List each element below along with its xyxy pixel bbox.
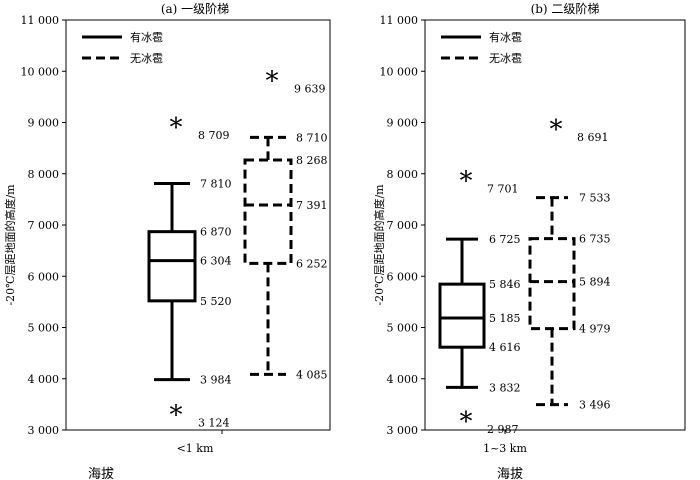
hail-boxplot: 6 725 5 846 5 185 4 616 3 832 * 7 701 * 2 987 — [438, 166, 521, 437]
outlier-label: 9 639 — [294, 82, 326, 95]
outlier-label: 8 691 — [577, 131, 609, 144]
median-label: 6 304 — [200, 255, 232, 268]
legend-dashed-label: 无冰雹 — [489, 52, 522, 65]
y-tick-label: 7 000 — [28, 219, 60, 232]
y-tick-label: 10 000 — [380, 65, 419, 78]
outlier-marker: * — [550, 115, 563, 145]
whisker-low-label: 3 832 — [489, 381, 521, 394]
y-tick-label: 5 000 — [387, 322, 419, 335]
iqr-box — [438, 282, 486, 349]
whisker-low-label: 3 984 — [200, 374, 232, 387]
outlier-label: 8 709 — [198, 129, 230, 142]
outlier-label: 3 124 — [198, 417, 230, 430]
median-label: 5 185 — [489, 312, 521, 325]
panel-a-frame — [65, 19, 331, 431]
q3-label: 6 735 — [579, 233, 611, 246]
outlier-marker: * — [266, 66, 279, 96]
panel-b: (b) 二级阶梯 -20℃层距地面的高度/m 1~3 km 海拔 有冰雹 无冰雹… — [372, 2, 686, 480]
q3-label: 5 846 — [489, 278, 521, 291]
panel-b-category-label: 1~3 km — [483, 442, 527, 455]
y-tick-label: 3 000 — [387, 424, 419, 437]
y-tick-label: 6 000 — [387, 270, 419, 283]
no-hail-boxplot: 7 533 6 735 5 894 4 979 3 496 * 8 691 — [528, 115, 611, 412]
panel-b-ylabel: -20℃层距地面的高度/m — [372, 184, 386, 306]
q1-label: 6 252 — [296, 257, 328, 270]
whisker-high-label: 8 710 — [296, 131, 328, 144]
panel-a: (a) 一级阶梯 -20℃层距地面的高度/m <1 km 海拔 有冰雹 无冰雹 … — [3, 2, 331, 480]
y-tick-label: 9 000 — [28, 117, 60, 130]
iqr-box — [243, 158, 293, 265]
panel-b-frame — [424, 19, 686, 431]
median-label: 5 894 — [579, 276, 611, 289]
outlier-label: 7 701 — [487, 182, 519, 195]
q1-label: 4 616 — [489, 341, 521, 354]
y-tick-label: 11 000 — [21, 14, 60, 27]
legend-solid-label: 有冰雹 — [489, 30, 522, 44]
panel-b-title: (b) 二级阶梯 — [531, 2, 600, 16]
panel-b-xlabel: 海拔 — [497, 467, 523, 480]
legend-solid-label: 有冰雹 — [130, 30, 163, 44]
y-tick-label: 6 000 — [28, 270, 60, 283]
whisker-low-label: 4 085 — [296, 368, 328, 381]
iqr-box — [147, 230, 197, 303]
legend-dashed-label: 无冰雹 — [130, 52, 163, 65]
q1-label: 4 979 — [579, 323, 611, 336]
y-tick-label: 9 000 — [387, 117, 419, 130]
whisker-high-label: 7 533 — [579, 192, 611, 205]
q3-label: 8 268 — [296, 154, 328, 167]
hail-boxplot: 7 810 6 870 6 304 5 520 3 984 * 8 709 * 3 124 — [147, 113, 232, 431]
outlier-marker: * — [170, 401, 183, 431]
panel-a-xlabel: 海拔 — [88, 467, 114, 480]
y-tick-label: 5 000 — [28, 322, 60, 335]
outlier-marker: * — [460, 166, 473, 196]
median-label: 7 391 — [296, 199, 328, 212]
outlier-marker: * — [460, 407, 473, 437]
whisker-low-label: 3 496 — [579, 399, 611, 412]
iqr-box — [528, 237, 576, 331]
y-tick-label: 8 000 — [387, 168, 419, 181]
whisker-high-label: 6 725 — [489, 233, 521, 246]
y-tick-label: 3 000 — [28, 424, 60, 437]
whisker-high-label: 7 810 — [200, 177, 232, 190]
y-tick-label: 4 000 — [387, 373, 419, 386]
y-tick-label: 11 000 — [380, 14, 419, 27]
outlier-label: 2 987 — [487, 423, 519, 436]
panel-a-category-label: <1 km — [177, 442, 214, 455]
y-tick-label: 7 000 — [387, 219, 419, 232]
q1-label: 5 520 — [200, 295, 232, 308]
y-tick-label: 10 000 — [21, 65, 60, 78]
q3-label: 6 870 — [200, 226, 232, 239]
outlier-marker: * — [170, 113, 183, 143]
panel-b-legend: 有冰雹 无冰雹 — [441, 30, 522, 65]
y-tick-label: 8 000 — [28, 168, 60, 181]
panel-a-title: (a) 一级阶梯 — [161, 2, 229, 16]
no-hail-boxplot: 8 710 8 268 7 391 6 252 4 085 * 9 639 — [243, 66, 328, 381]
panel-a-ylabel: -20℃层距地面的高度/m — [3, 184, 17, 306]
panel-a-legend: 有冰雹 无冰雹 — [82, 30, 163, 65]
y-tick-label: 4 000 — [28, 373, 60, 386]
